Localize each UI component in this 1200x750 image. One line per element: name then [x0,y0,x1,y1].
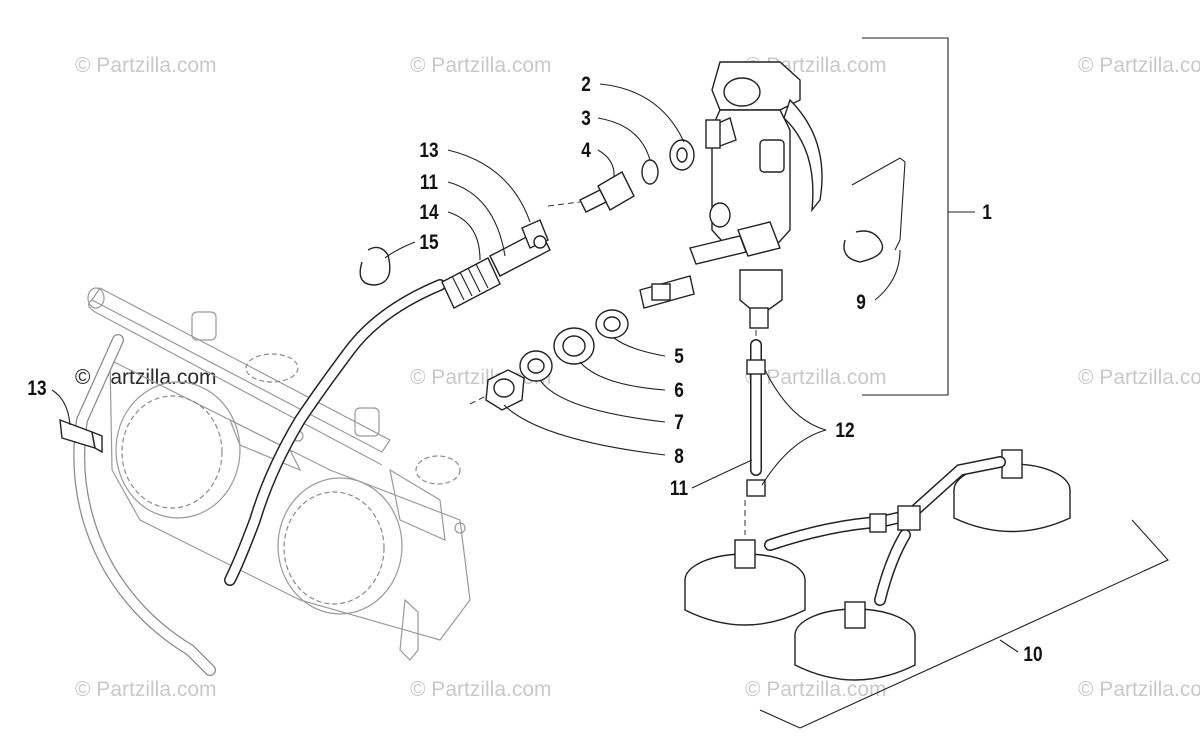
washer-5 [595,309,629,339]
watermark: © Partzilla.com [1078,366,1200,389]
callout-12: 12 [835,419,855,442]
callout-9: 9 [856,291,866,314]
washer-6 [553,327,595,365]
callout-4: 4 [581,139,591,162]
tee-junction-assembly [684,449,1071,681]
hose-clamp-upper [521,219,549,249]
callout-1: 1 [982,201,992,224]
watermark: © Partzilla.com [1078,54,1200,77]
snap-ring [359,246,391,286]
callout-11: 11 [419,171,439,194]
vertical-hose [746,339,766,497]
spring-sleeve [441,257,501,309]
watermark: © Partzilla.com [75,678,217,701]
leader-lines [51,37,1169,729]
o-ring [641,159,659,185]
callout-5: 5 [674,345,684,368]
watermark: © Partzilla.com [410,54,552,77]
washer [669,139,695,171]
nut [485,369,525,411]
watermark: © Partzilla.com [75,54,217,77]
callout-3: 3 [581,107,591,130]
callout-6: 6 [674,379,684,402]
wire-clip [843,157,906,263]
hose-clamp-lower [59,418,103,454]
callout-13-lower: 13 [27,377,47,400]
washer-7 [519,350,553,382]
callout-13: 13 [419,139,439,162]
throttle-body-assembly [73,287,471,676]
callout-15: 15 [419,231,439,254]
fuel-pressure-regulator [689,61,823,329]
assembly-line [547,201,581,207]
hose-connector [639,275,695,309]
callout-2: 2 [581,73,591,96]
callout-11-lower: 11 [669,477,689,500]
watermark: © Partzilla.com [410,678,552,701]
callout-8: 8 [674,445,684,468]
watermark: © Partzilla.com [745,678,887,701]
callout-10: 10 [1023,643,1043,666]
watermark: © Partzilla.com [1078,678,1200,701]
watermark: © Partzilla.com [745,366,887,389]
callout-7: 7 [674,411,684,434]
callout-14: 14 [419,201,439,224]
supply-hose [224,279,446,586]
fitting [579,171,635,213]
assembly-line [469,395,487,405]
